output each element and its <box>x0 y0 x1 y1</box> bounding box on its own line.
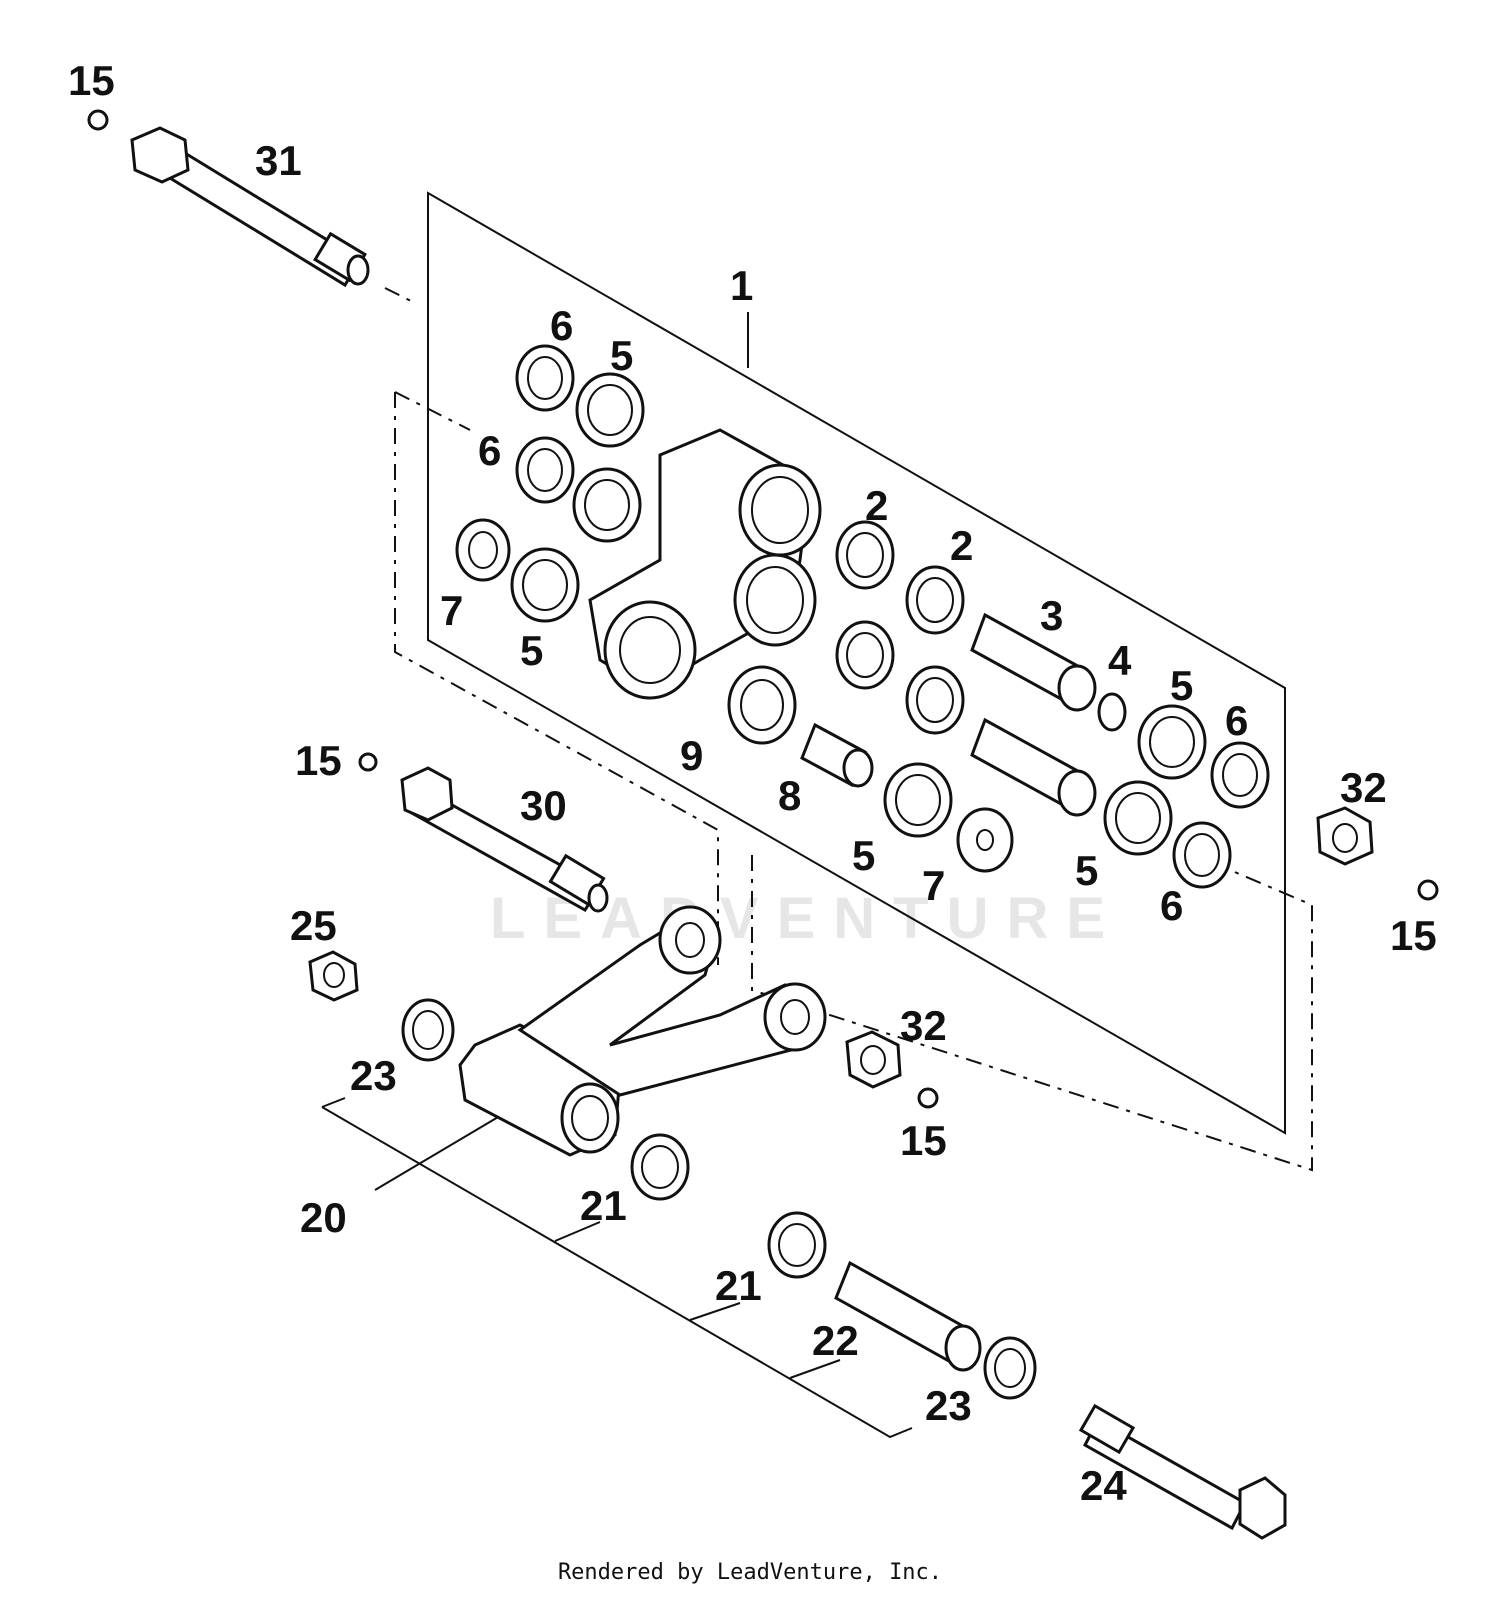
callout-23-a: 23 <box>350 1052 397 1099</box>
seal-5-b <box>572 467 642 543</box>
nut-32-right <box>1316 806 1374 866</box>
callout-6-b: 6 <box>478 427 501 474</box>
footer-credit: Rendered by LeadVenture, Inc. <box>557 1560 943 1585</box>
callout-6-d: 6 <box>1160 882 1183 929</box>
bracket-lower <box>321 1106 913 1439</box>
seal-6-b <box>515 436 575 504</box>
sleeve-22 <box>834 1260 982 1372</box>
callout-30: 30 <box>520 782 567 829</box>
nut-25 <box>308 950 359 1002</box>
callout-3: 3 <box>1040 592 1063 639</box>
callout-7-a: 7 <box>440 587 463 634</box>
callout-31: 31 <box>255 137 302 184</box>
needle-bearing-2-d <box>905 665 965 735</box>
callout-4: 4 <box>1108 637 1132 684</box>
callout-5-a: 5 <box>610 332 633 379</box>
bracket-tick-22 <box>789 1359 841 1379</box>
callout-15-lower: 15 <box>900 1117 947 1164</box>
spacer-7-a <box>455 518 511 582</box>
callout-24: 24 <box>1080 1462 1127 1509</box>
bearing-21-a <box>630 1133 690 1201</box>
callout-21-b: 21 <box>715 1262 762 1309</box>
callout-21-a: 21 <box>580 1182 627 1229</box>
callout-20: 20 <box>300 1194 347 1241</box>
seal-6-a <box>515 344 575 412</box>
seal-5-d <box>1137 704 1207 780</box>
bearing-9 <box>727 665 797 745</box>
dashed-leader-top <box>394 391 471 431</box>
callout-6-a: 6 <box>550 302 573 349</box>
callout-32-lower: 32 <box>900 1002 947 1049</box>
callout-32-right: 32 <box>1340 764 1387 811</box>
bracket-tick-21b <box>689 1302 741 1321</box>
bearing-21-b <box>767 1211 827 1279</box>
callout-2-b: 2 <box>950 522 973 569</box>
callout-5-e: 5 <box>852 832 875 879</box>
grease-nipple-15-mid <box>358 752 378 772</box>
callout-1: 1 <box>730 262 753 309</box>
grease-nipple-15-lower <box>917 1087 939 1109</box>
bolt-30 <box>400 766 609 913</box>
leader-20 <box>374 1109 511 1191</box>
sleeve-3-b <box>970 717 1097 817</box>
needle-bearing-2-a <box>835 520 895 590</box>
seal-5-c <box>510 547 580 623</box>
callout-7-b: 7 <box>922 862 945 909</box>
rocker-lever <box>588 428 822 700</box>
callout-15-right: 15 <box>1390 912 1437 959</box>
callout-22: 22 <box>812 1317 859 1364</box>
link-arm-20 <box>458 905 827 1157</box>
callout-25: 25 <box>290 902 337 949</box>
assembly-frame <box>427 191 1286 1135</box>
callout-6-c: 6 <box>1225 697 1248 744</box>
bracket-tick-21a <box>554 1221 601 1242</box>
grease-nipple-15-top <box>87 109 109 131</box>
dashed-leader-right <box>751 855 1313 1172</box>
washer-4 <box>1097 692 1127 732</box>
callout-2-a: 2 <box>865 482 888 529</box>
seal-5-a <box>575 372 645 448</box>
bolt-24 <box>1078 1403 1287 1540</box>
seal-5-f <box>1103 780 1173 856</box>
seal-23-a <box>401 998 455 1062</box>
callout-8: 8 <box>778 772 801 819</box>
seal-6-d <box>1172 821 1232 889</box>
callout-15-top: 15 <box>68 57 115 104</box>
bracket-start <box>321 1097 346 1108</box>
grease-nipple-15-right <box>1417 879 1439 901</box>
callout-23-b: 23 <box>925 1382 972 1429</box>
needle-bearing-2-b <box>905 565 965 635</box>
bolt-31 <box>130 126 370 288</box>
seal-23-b <box>983 1336 1037 1400</box>
callout-5-d: 5 <box>1170 662 1193 709</box>
callout-5-f: 5 <box>1075 847 1098 894</box>
nut-32-lower <box>845 1030 902 1089</box>
spacer-7-b <box>956 807 1014 873</box>
sleeve-3-a <box>970 612 1097 712</box>
seal-5-e <box>883 762 953 838</box>
sleeve-8 <box>800 722 874 788</box>
dashed-leader-left <box>394 392 719 965</box>
callout-15-mid: 15 <box>295 737 342 784</box>
needle-bearing-2-c <box>835 620 895 690</box>
callout-5-c: 5 <box>520 627 543 674</box>
seal-6-c <box>1210 741 1270 809</box>
callout-9: 9 <box>680 732 703 779</box>
bolt-31-leader <box>384 287 414 303</box>
